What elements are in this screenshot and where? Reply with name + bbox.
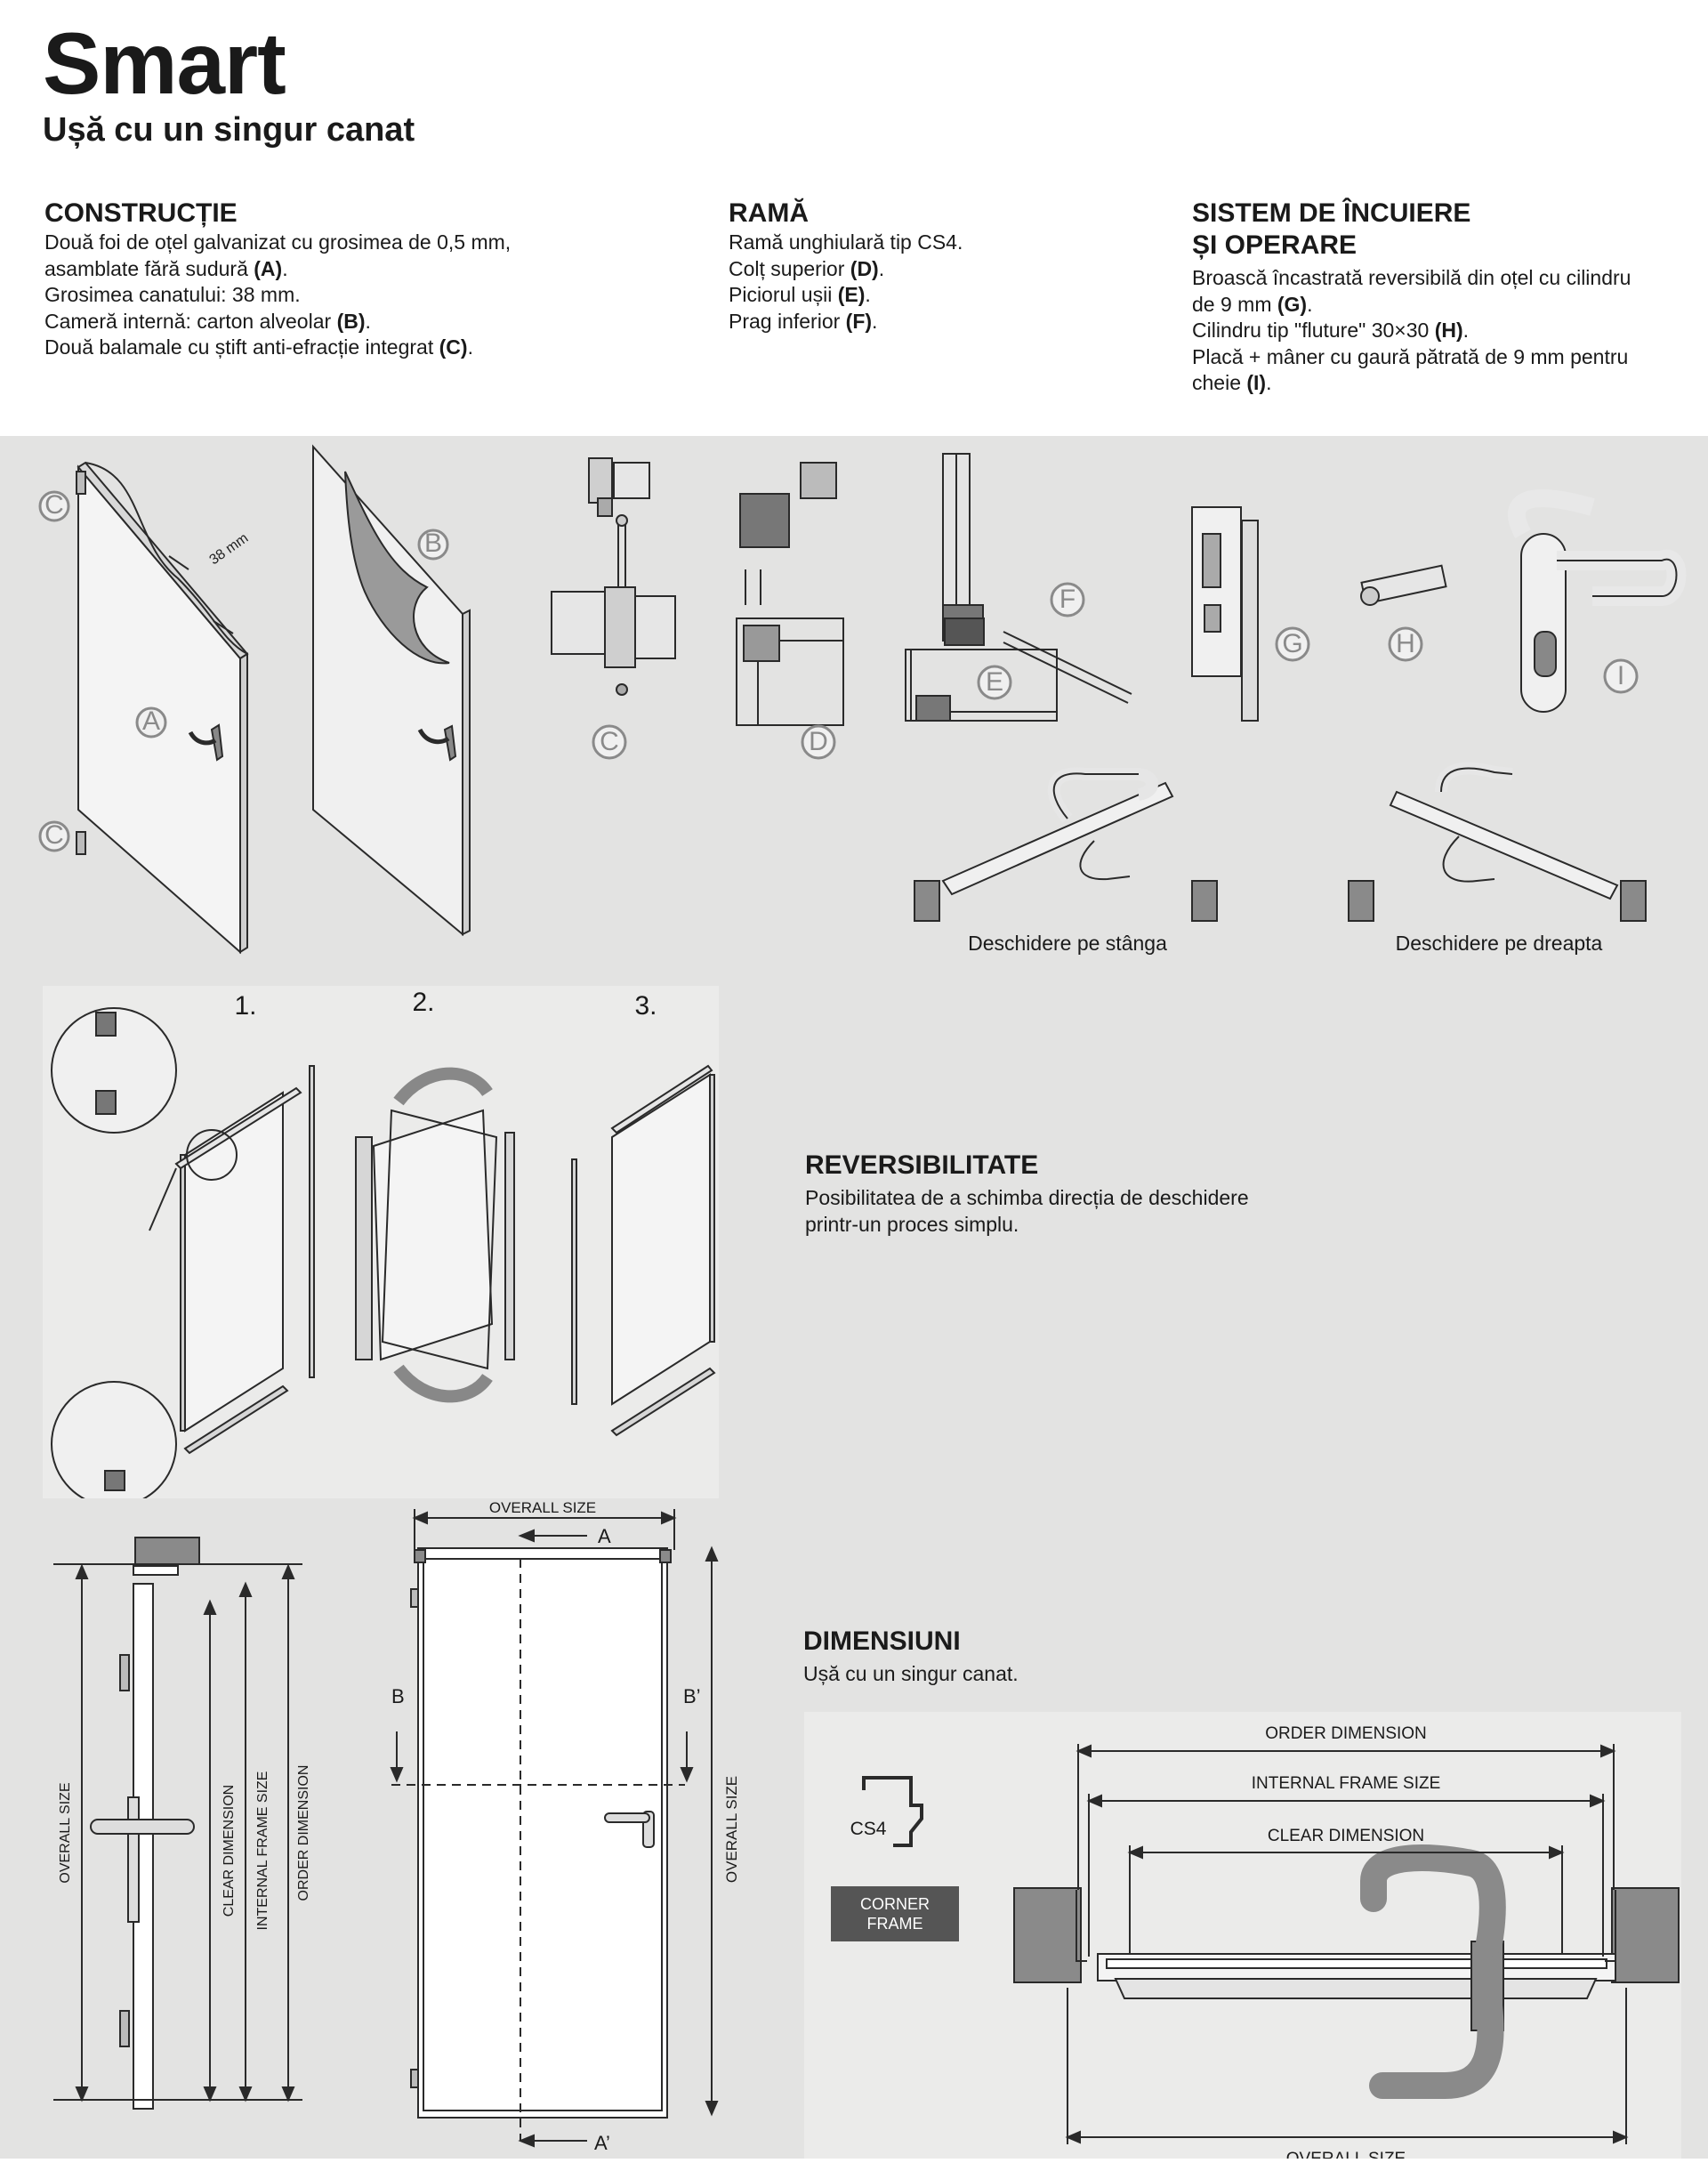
side-section-diagram: OVERALL SIZE CLEAR DIMENSION INTERNAL FR… — [53, 1537, 311, 2110]
label-c: C — [44, 820, 64, 850]
step-2-label: 2. — [412, 988, 434, 1017]
body-line: Ramă unghiulară tip CS4. — [729, 230, 963, 254]
caption-open-left: Deschidere pe stânga — [968, 932, 1167, 955]
plan-internal-frame-size: INTERNAL FRAME SIZE — [1252, 1774, 1441, 1793]
body-line: Prag inferior (F). — [729, 309, 878, 333]
body-line: Piciorul ușii (E). — [729, 283, 871, 306]
body-line: Cilindru tip "fluture" 30×30 (H). — [1192, 319, 1470, 342]
label-c: C — [600, 727, 619, 756]
section-rama: RAMĂ Ramă unghiulară tip CS4. Colț super… — [729, 198, 1156, 335]
caption-open-right: Deschidere pe dreapta — [1395, 932, 1603, 955]
section-body: Două foi de oțel galvanizat cu grosimea … — [44, 230, 685, 361]
body-line: Două foi de oțel galvanizat cu grosimea … — [44, 230, 512, 254]
step-1-label: 1. — [234, 991, 256, 1021]
body-line: asamblate fără sudură (A). — [44, 256, 288, 280]
label-h: H — [1396, 629, 1415, 658]
profile-badge-line2: FRAME — [867, 1915, 923, 1933]
body-line: Placă + mâner cu gaură pătrată de 9 mm p… — [1192, 344, 1629, 368]
front-view-diagram: OVERALL SIZE A A’ B B’ OVERALL SIZE — [390, 1499, 740, 2154]
profile-code: CS4 — [850, 1819, 887, 1839]
section-body: Posibilitatea de a schimba direcția de d… — [805, 1185, 1357, 1238]
plan-view-diagram: ORDER DIMENSION INTERNAL FRAME SIZE CLEA… — [831, 1724, 1680, 2163]
label-f: F — [1059, 585, 1076, 614]
body-line: Colț superior (D). — [729, 256, 885, 280]
section-body: Ramă unghiulară tip CS4. Colț superior (… — [729, 230, 1156, 335]
label-e: E — [986, 667, 1003, 697]
dim-b-prime: B’ — [683, 1685, 701, 1707]
body-line: de 9 mm (G). — [1192, 292, 1313, 316]
label-d: D — [809, 727, 828, 756]
dim-internal-frame-size: INTERNAL FRAME SIZE — [255, 1772, 270, 1931]
dim-overall-size: OVERALL SIZE — [58, 1782, 73, 1883]
plan-clear-dimension: CLEAR DIMENSION — [1268, 1827, 1424, 1845]
page-title: Smart — [43, 14, 286, 112]
page-subtitle: Ușă cu un singur canat — [43, 111, 415, 149]
section-constructie: CONSTRUCȚIE Două foi de oțel galvanizat … — [44, 198, 685, 361]
body-line: printr-un proces simplu. — [805, 1212, 1019, 1236]
section-sistem: SISTEM DE ÎNCUIERE ȘI OPERARE Broască în… — [1192, 198, 1690, 397]
section-heading: RAMĂ — [729, 198, 809, 228]
reversibility-panel: 1. 2. 3. — [43, 986, 719, 1507]
section-dimensiuni: DIMENSIUNI Ușă cu un singur canat. — [803, 1626, 1248, 1688]
thickness-label: 38 mm — [207, 530, 252, 568]
dim-clear-dimension: CLEAR DIMENSION — [222, 1785, 237, 1917]
plan-panel: ORDER DIMENSION INTERNAL FRAME SIZE CLEA… — [804, 1712, 1681, 2163]
dim-order-dimension: ORDER DIMENSION — [296, 1765, 311, 1901]
plan-order-dimension: ORDER DIMENSION — [1265, 1724, 1427, 1743]
reversibility-steps-illustration: 1. 2. 3. — [51, 988, 716, 1507]
dim-b: B — [391, 1685, 405, 1707]
body-line: cheie (I). — [1192, 371, 1272, 394]
body-line: Grosimea canatului: 38 mm. — [44, 283, 301, 306]
label-a: A — [142, 706, 160, 736]
label-b: B — [424, 529, 442, 558]
section-heading: DIMENSIUNI — [803, 1626, 961, 1656]
section-body: Ușă cu un singur canat. — [803, 1662, 1019, 1685]
dim-a: A — [598, 1525, 611, 1547]
section-reversibilitate: REVERSIBILITATE Posibilitatea de a schim… — [805, 1150, 1357, 1238]
plan-overall-size: OVERALL SIZE — [1286, 2150, 1406, 2159]
section-heading: CONSTRUCȚIE — [44, 198, 238, 228]
dim-a-prime: A’ — [594, 2132, 610, 2154]
dim-right-overall-size: OVERALL SIZE — [723, 1776, 740, 1883]
step-3-label: 3. — [634, 991, 657, 1021]
dim-top-overall-size: OVERALL SIZE — [489, 1499, 596, 1516]
body-line: Broască încastrată reversibilă din oțel … — [1192, 266, 1631, 289]
label-g: G — [1282, 629, 1302, 658]
label-i: I — [1617, 661, 1624, 690]
section-heading: REVERSIBILITATE — [805, 1150, 1039, 1180]
section-body: Broască încastrată reversibilă din oțel … — [1192, 265, 1690, 397]
label-c: C — [44, 490, 64, 520]
body-line: Două balamale cu știft anti-efracție int… — [44, 335, 473, 359]
profile-badge-line1: CORNER — [860, 1895, 930, 1913]
section-heading: SISTEM DE ÎNCUIERE — [1192, 198, 1471, 228]
section-heading: ȘI OPERARE — [1192, 230, 1358, 260]
body-line: Cameră internă: carton alveolar (B). — [44, 309, 371, 333]
body-line: Posibilitatea de a schimba direcția de d… — [805, 1186, 1249, 1209]
components-illustration: C C A B C D E F G H I 38 mm — [38, 444, 1687, 955]
